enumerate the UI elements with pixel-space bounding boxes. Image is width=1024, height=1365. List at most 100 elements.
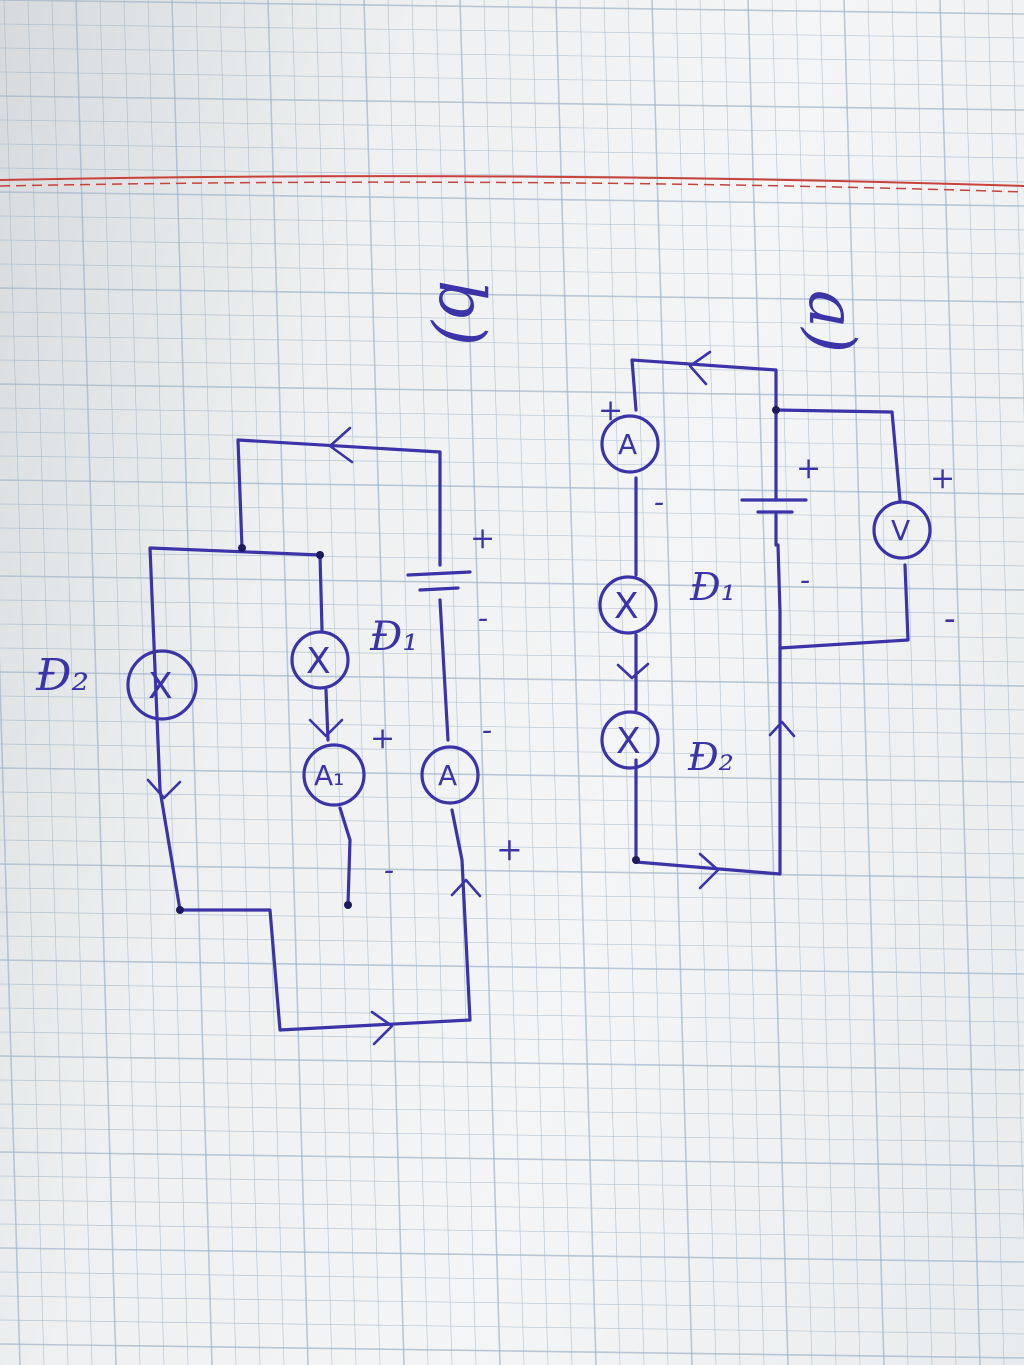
grid-line-horizontal — [0, 191, 1024, 207]
circuit-b-arrow-lamp2 — [146, 778, 182, 800]
grid-line-horizontal — [0, 791, 1024, 807]
grid-line-vertical — [579, 0, 621, 1365]
circuit-a-lamp-2: X Đ₂ — [600, 710, 734, 779]
grid-line-horizontal — [0, 719, 1024, 735]
circuit-a-arrow-top — [688, 350, 712, 386]
grid-line-vertical — [3, 0, 45, 1365]
circuit-b-node-3 — [176, 906, 184, 914]
grid-line-horizontal — [0, 1079, 1024, 1095]
circuit-b-ammeter-minus: - — [482, 713, 492, 748]
grid-line-horizontal — [0, 1295, 1024, 1311]
grid-line-horizontal — [0, 167, 1024, 183]
grid-line-vertical — [195, 0, 237, 1365]
grid-line-horizontal — [0, 1175, 1024, 1191]
grid-line-vertical — [75, 0, 117, 1365]
circuit-b: b) + - X Đ₂ X Đ₁ A₁ + - — [35, 280, 523, 1046]
grid-line-vertical — [99, 0, 141, 1365]
grid-line-horizontal — [0, 1031, 1024, 1047]
circuit-a: a) + - V + - A + - X Đ — [598, 290, 956, 890]
grid-line-horizontal — [0, 1199, 1024, 1215]
grid-line-horizontal — [0, 119, 1024, 135]
grid-line-horizontal — [0, 143, 1024, 159]
circuit-a-node — [632, 856, 640, 864]
circuit-b-battery: + - — [406, 521, 495, 636]
grid-line-horizontal — [0, 695, 1024, 711]
grid-line-horizontal — [0, 479, 1024, 495]
circuit-b-ammeter-2-minus: - — [384, 853, 394, 888]
grid-line-vertical — [27, 0, 69, 1365]
circuit-b-ammeter-symbol: A — [438, 759, 457, 792]
part-a-label: a) — [794, 290, 868, 353]
grid-line-horizontal — [0, 815, 1024, 831]
grid-line-vertical — [915, 0, 957, 1365]
circuit-a-battery-minus: - — [800, 563, 810, 598]
circuit-a-arrow-mid — [616, 662, 650, 680]
grid-line-horizontal — [0, 887, 1024, 903]
grid-line-horizontal — [0, 1103, 1024, 1119]
circuit-b-arrow-top — [328, 426, 354, 464]
grid-line-horizontal — [0, 959, 1024, 975]
circuit-b-ammeter-2-symbol: A₁ — [314, 759, 344, 792]
circuit-a-lamp-2-label: Đ₂ — [687, 735, 734, 779]
grid-line-vertical — [435, 0, 477, 1365]
grid-line-horizontal — [0, 671, 1024, 687]
grid-line-vertical — [483, 0, 525, 1365]
grid-line-vertical — [459, 0, 501, 1365]
grid-line-horizontal — [0, 839, 1024, 855]
grid-line-horizontal — [0, 767, 1024, 783]
grid-line-horizontal — [0, 983, 1024, 999]
grid-line-horizontal — [0, 863, 1024, 879]
circuit-a-node-2 — [772, 406, 780, 414]
circuit-a-voltmeter: V + - — [872, 461, 956, 639]
grid-line-vertical — [363, 0, 405, 1365]
grid-line-vertical — [987, 0, 1024, 1241]
circuit-a-ammeter-minus: - — [654, 485, 664, 520]
circuit-b-lamp-1-label: Đ₁ — [369, 614, 418, 660]
circuit-a-lamp-2-symbol: X — [616, 721, 641, 762]
grid-line-vertical — [891, 0, 933, 1365]
grid-line-vertical — [51, 0, 93, 1365]
circuit-b-node-4 — [344, 901, 352, 909]
grid-line-horizontal — [0, 1319, 1024, 1335]
grid-line-horizontal — [0, 647, 1024, 663]
circuit-a-voltmeter-minus: - — [944, 599, 956, 639]
grid-line-horizontal — [0, 215, 1024, 231]
grid-line-horizontal — [0, 383, 1024, 399]
grid-line-vertical — [555, 0, 597, 1365]
circuit-b-lamp-1: X Đ₁ — [290, 614, 418, 690]
grid-line-horizontal — [0, 335, 1024, 351]
grid-line-vertical — [939, 0, 981, 1365]
grid-line-horizontal — [0, 1127, 1024, 1143]
grid-line-vertical — [243, 0, 285, 1365]
grid-line-vertical — [171, 0, 213, 1365]
grid-line-horizontal — [0, 527, 1024, 543]
grid-line-horizontal — [0, 95, 1024, 111]
circuit-b-battery-minus: - — [478, 601, 488, 636]
circuit-b-lamp-2-label: Đ₂ — [35, 650, 89, 701]
grid-line-vertical — [867, 0, 909, 1365]
grid-line-horizontal — [0, 551, 1024, 567]
circuit-a-voltmeter-plus: + — [930, 461, 955, 496]
circuit-a-ammeter: A + - — [598, 393, 664, 520]
grid-line-vertical — [507, 0, 549, 1365]
grid-line-vertical — [219, 0, 261, 1365]
circuit-a-battery: + - — [740, 451, 821, 598]
circuit-b-lamp-2-symbol: X — [148, 666, 173, 707]
circuit-b-ammeter: A - + — [420, 713, 523, 868]
grid-line-vertical — [963, 0, 1005, 1365]
grid-line-horizontal — [0, 263, 1024, 279]
grid-line-horizontal — [0, 575, 1024, 591]
grid-line-vertical — [147, 0, 189, 1365]
grid-line-horizontal — [0, 71, 1024, 87]
circuit-a-wire — [630, 358, 782, 876]
circuit-b-wire — [148, 438, 472, 1032]
part-b-label: b) — [424, 280, 498, 346]
grid-line-vertical — [411, 0, 453, 1365]
grid-line-horizontal — [0, 287, 1024, 303]
circuit-b-battery-plus: + — [470, 521, 495, 556]
grid-line-horizontal — [0, 935, 1024, 951]
grid-line-vertical — [387, 0, 429, 1365]
circuit-a-ammeter-plus: + — [598, 393, 623, 428]
